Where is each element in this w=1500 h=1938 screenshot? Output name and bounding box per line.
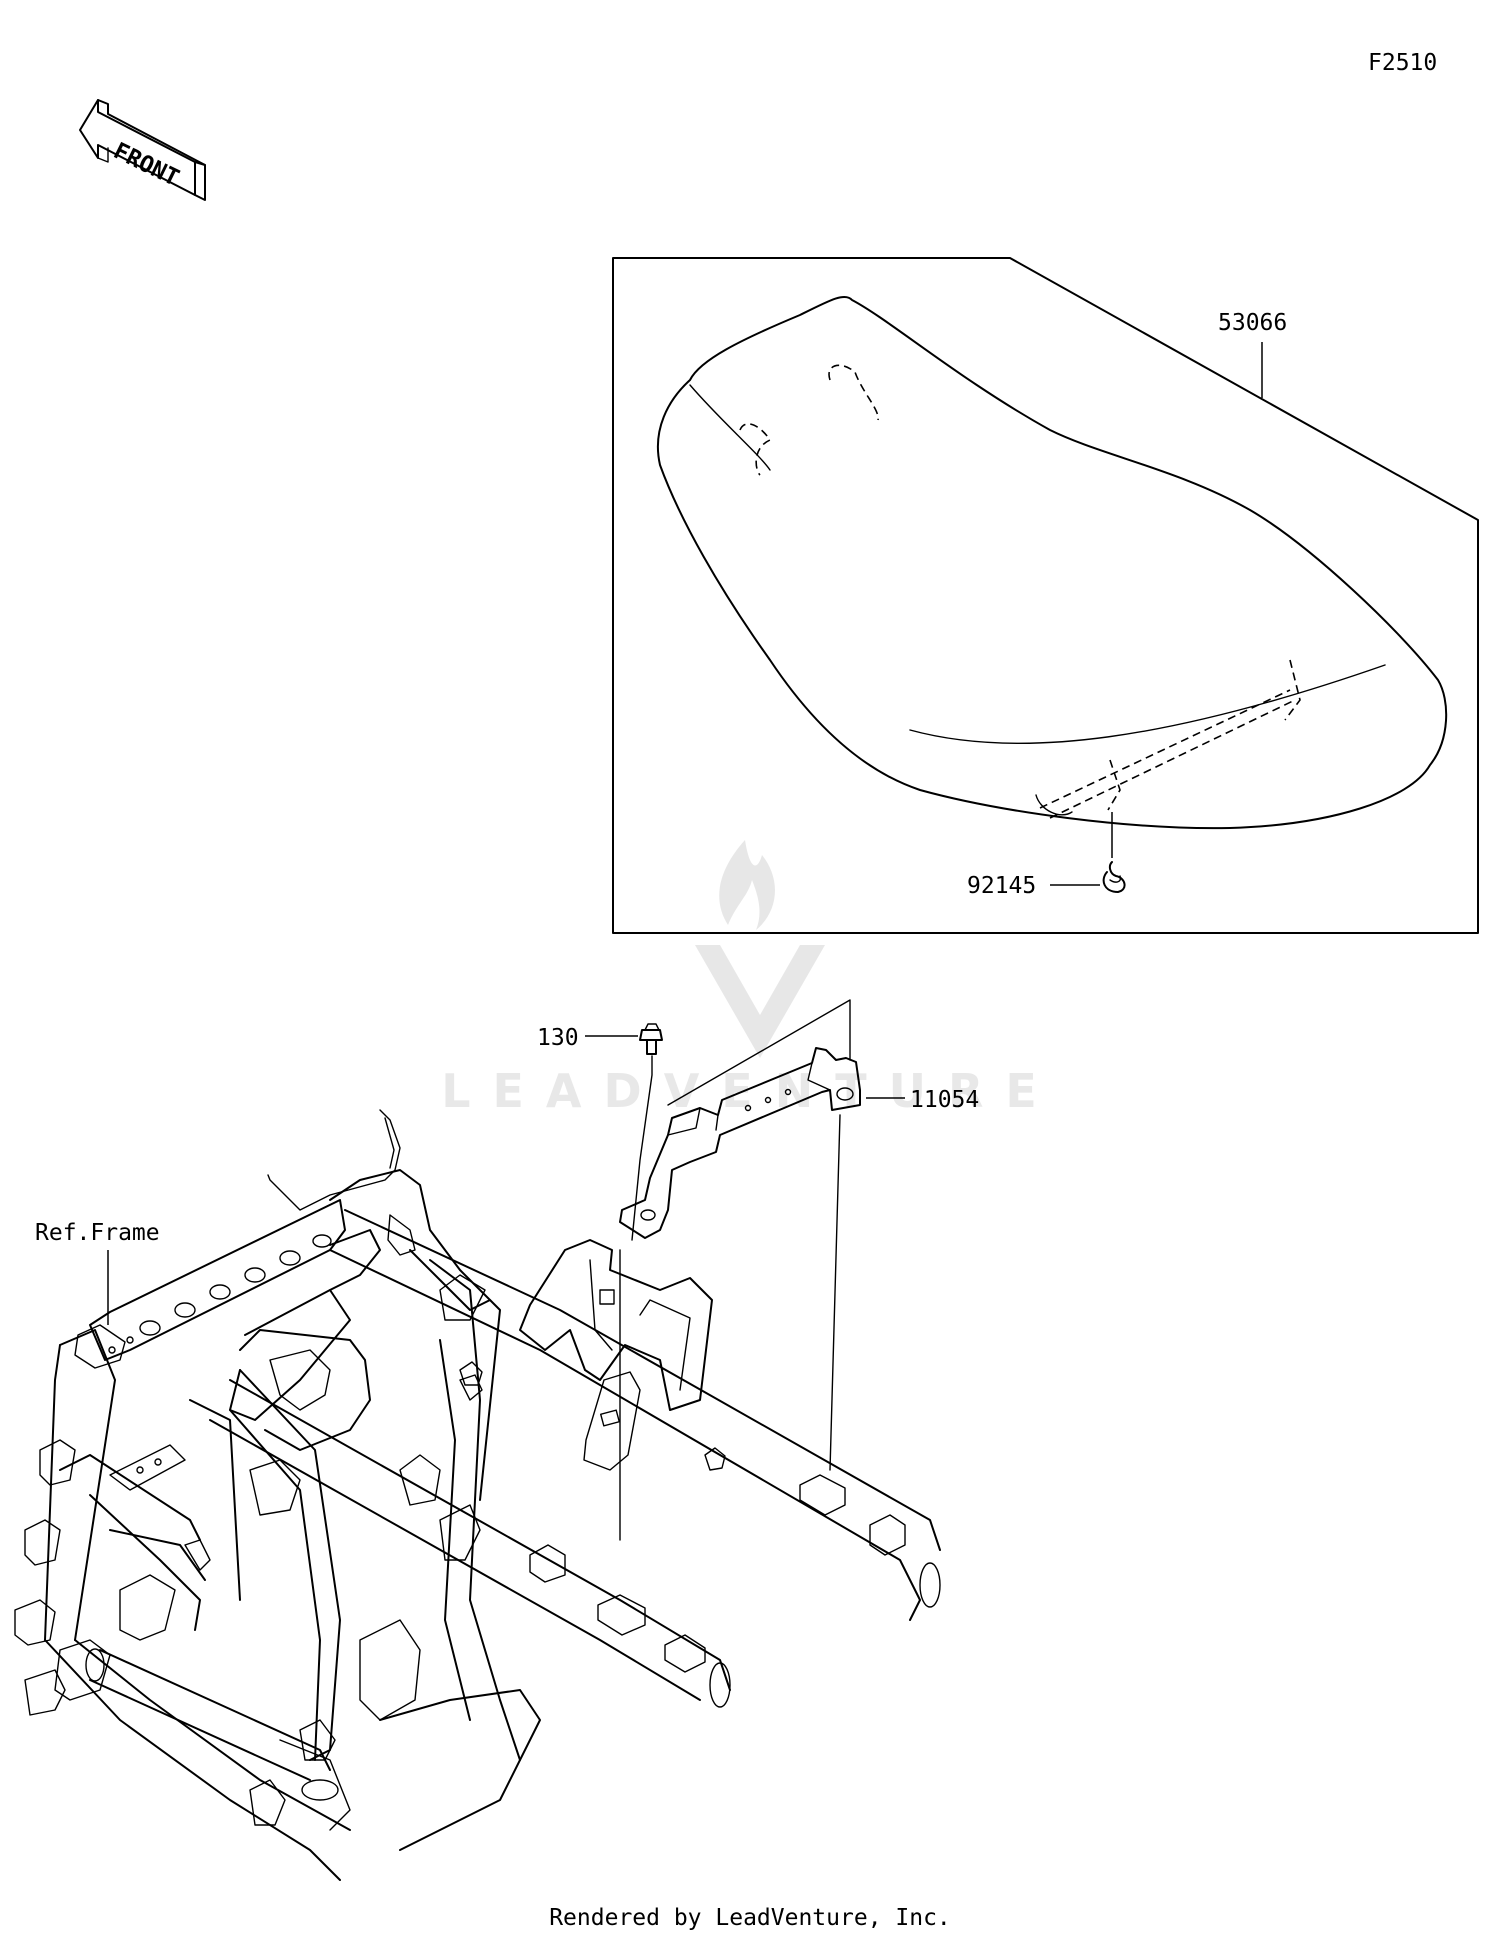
chevron-logo-icon [695,945,825,1058]
flame-logo-icon [719,840,775,930]
part-label-53066: 53066 [1218,310,1287,336]
diagram-code: F2510 [1368,50,1437,76]
seat-assembly-box [612,257,1479,934]
part-label-11054: 11054 [910,1087,979,1113]
watermark-text: LEADVENTURE [441,1064,1059,1118]
footer-credit: Rendered by LeadVenture, Inc. [549,1905,951,1931]
leadventure-watermark: LEADVENTURE [441,840,1059,1118]
bolt-icon [639,1023,663,1055]
reference-frame-label: Ref.Frame [35,1220,160,1246]
part-label-130: 130 [537,1025,579,1051]
frame-assembly-icon [14,1109,941,1881]
spring-clip-icon [1102,861,1126,893]
front-arrow-label: FRONT [109,138,183,192]
part-label-92145: 92145 [967,873,1036,899]
front-arrow-icon: FRONT [79,99,206,201]
seat-icon [656,295,1448,830]
